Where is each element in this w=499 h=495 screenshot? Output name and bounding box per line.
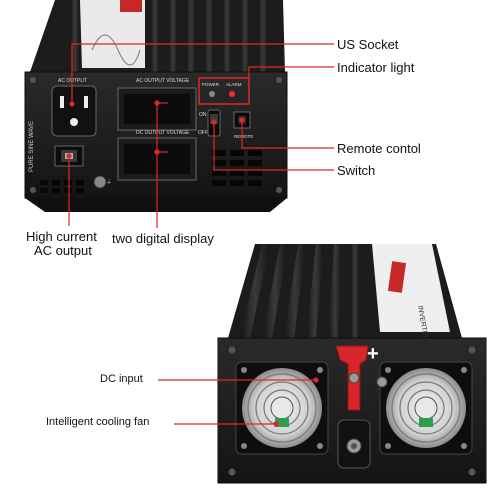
svg-text:REMOTE: REMOTE (234, 134, 253, 139)
dc-output-voltage-label: DC OUTPUT VOLTAGE (136, 130, 190, 136)
svg-text:POWER: POWER (202, 82, 220, 87)
callout-lines-bottom (158, 377, 319, 427)
bottom-inverter: INVERTER (217, 244, 487, 484)
vent-holes-left (40, 180, 84, 193)
ac-output-voltage-label: AC OUTPUT VOLTAGE (136, 78, 190, 84)
callout-two-digital-display: two digital display (112, 231, 214, 246)
dc-terminal-negative[interactable] (337, 419, 371, 469)
indicator-lights: POWER ALARM (198, 77, 250, 105)
dc-terminal-positive[interactable] (335, 345, 369, 411)
heatsink-fins (70, 0, 268, 72)
callout-cooling-fan: Intelligent cooling fan (46, 416, 150, 428)
callout-high-current-line2: AC output (34, 243, 92, 258)
callout-us-socket: US Socket (337, 37, 399, 52)
svg-text:⏚: ⏚ (106, 179, 112, 186)
alarm-led (229, 91, 235, 97)
svg-text:ALARM: ALARM (226, 82, 242, 87)
cooling-fan-right (379, 361, 473, 455)
callout-dc-input: DC input (100, 373, 143, 385)
power-led (209, 91, 215, 97)
callout-switch: Switch (337, 163, 376, 178)
svg-text:OFF: OFF (198, 130, 208, 136)
callout-high-current-line1: High current (26, 229, 97, 244)
cooling-fan-left (235, 361, 329, 455)
callout-remote-control: Remote contol (337, 141, 421, 156)
terminal-bolt (376, 376, 388, 388)
callout-indicator-light: Indicator light (337, 60, 415, 75)
plus-sign: + (367, 343, 379, 365)
callout-lines-top (66, 43, 334, 228)
bottom-heatsink-fins (240, 244, 360, 338)
svg-text:ON: ON (199, 112, 207, 118)
us-socket[interactable] (51, 85, 97, 137)
pure-sine-wave-label: PURE SINE WAVE (29, 121, 35, 172)
vent-holes-right (212, 150, 262, 186)
top-inverter: PURE SINE WAVE AC OUTPUT ⏚ AC OUTPUT VOL… (24, 0, 288, 212)
